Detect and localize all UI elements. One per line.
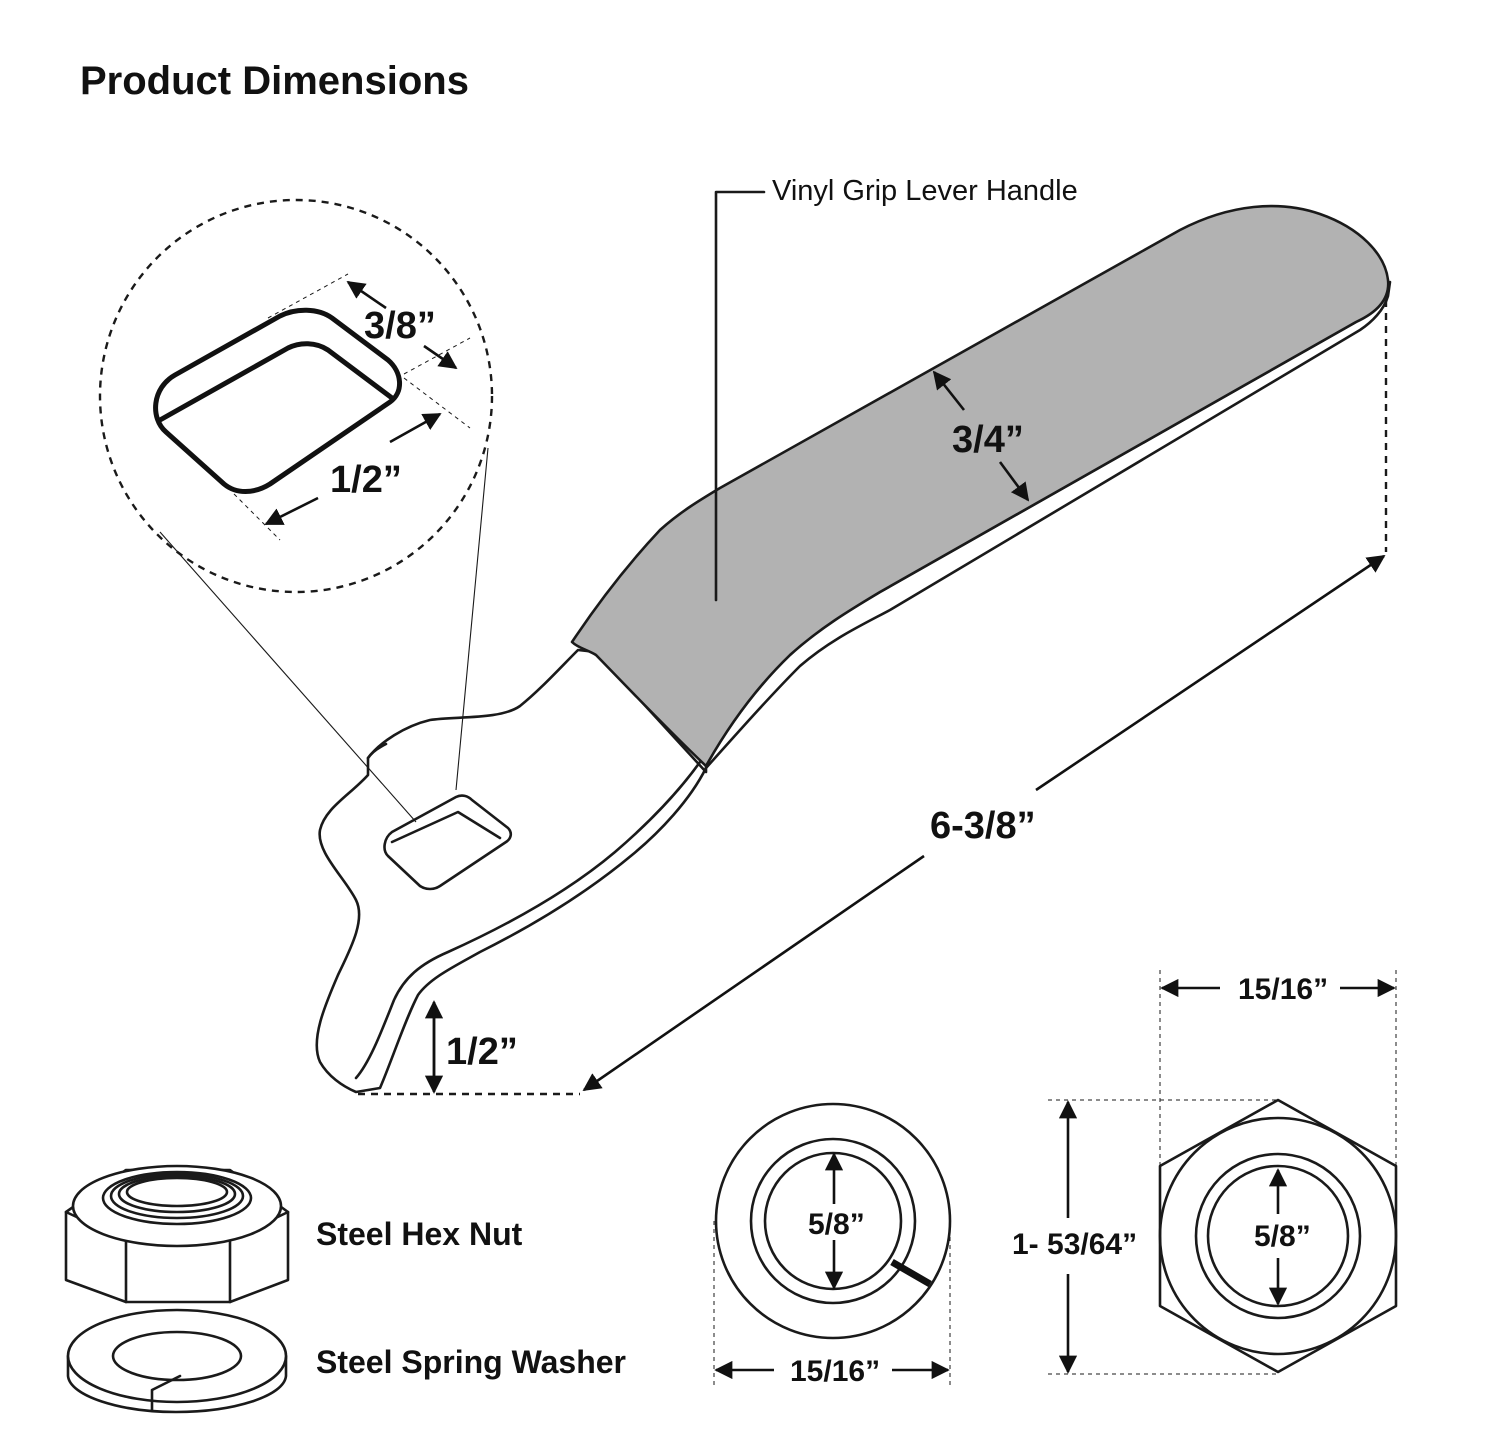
socket-detail: 3/8” 1/2” — [98, 198, 494, 823]
socket-width-label: 3/8” — [364, 305, 436, 347]
nut-height-label: 1- 53/64” — [1012, 1228, 1137, 1261]
washer-split — [890, 1258, 932, 1288]
washer-label: Steel Spring Washer — [316, 1344, 626, 1380]
drop-height-label: 1/2” — [446, 1031, 518, 1073]
vinyl-grip — [570, 204, 1390, 768]
overall-length-label: 6-3/8” — [930, 805, 1036, 847]
grip-label: Vinyl Grip Lever Handle — [772, 175, 1078, 207]
lever-flange-line — [366, 742, 388, 760]
socket-length-ext-1 — [233, 493, 281, 541]
lever-metal-edge — [354, 760, 702, 1080]
washer-inner-label: 5/8” — [808, 1208, 865, 1241]
washer-mid-circle — [749, 1137, 917, 1305]
hex-nut-label: Steel Hex Nut — [316, 1216, 523, 1252]
page-title: Product Dimensions — [80, 59, 469, 103]
length-arrow-lower — [582, 854, 925, 1092]
nut-mid-circle — [1194, 1152, 1362, 1320]
length-arrow-upper — [1035, 554, 1386, 792]
nut-top-view: 5/8” 15/16” 1- 53/64” — [1012, 970, 1398, 1375]
socket-width-arrow-1 — [346, 280, 387, 310]
lever-socket-inner — [390, 810, 502, 844]
socket-length-ext-2 — [403, 377, 471, 429]
nut-bore-circle — [1206, 1164, 1350, 1308]
zoom-circle — [98, 198, 494, 594]
grip-leader-line — [714, 190, 766, 602]
hex-nut-illustration — [64, 1164, 290, 1304]
grip-width-arrow-2 — [998, 461, 1030, 502]
washer-top-view: 5/8” 15/16” — [713, 1102, 952, 1388]
nut-width-label: 15/16” — [1238, 973, 1328, 1006]
lever-metal-body — [315, 648, 708, 1094]
socket-inner — [158, 341, 394, 423]
nut-inner-label: 5/8” — [1254, 1220, 1311, 1253]
socket-length-arrow-2 — [264, 496, 319, 526]
grip-width-arrow-1 — [932, 370, 966, 411]
lever-socket-hole — [383, 794, 513, 891]
lever-handle — [315, 204, 1392, 1094]
socket-length-arrow-1 — [389, 412, 442, 444]
zoom-connector-left — [159, 531, 417, 823]
zoom-connector-right — [455, 447, 489, 791]
grip-width-label: 3/4” — [952, 419, 1024, 461]
nut-chamfer-circle — [1158, 1116, 1398, 1356]
socket-length-label: 1/2” — [330, 459, 402, 501]
socket-width-arrow-2 — [423, 344, 458, 370]
washer-illustration — [66, 1308, 288, 1414]
washer-outer-label: 15/16” — [790, 1355, 880, 1388]
